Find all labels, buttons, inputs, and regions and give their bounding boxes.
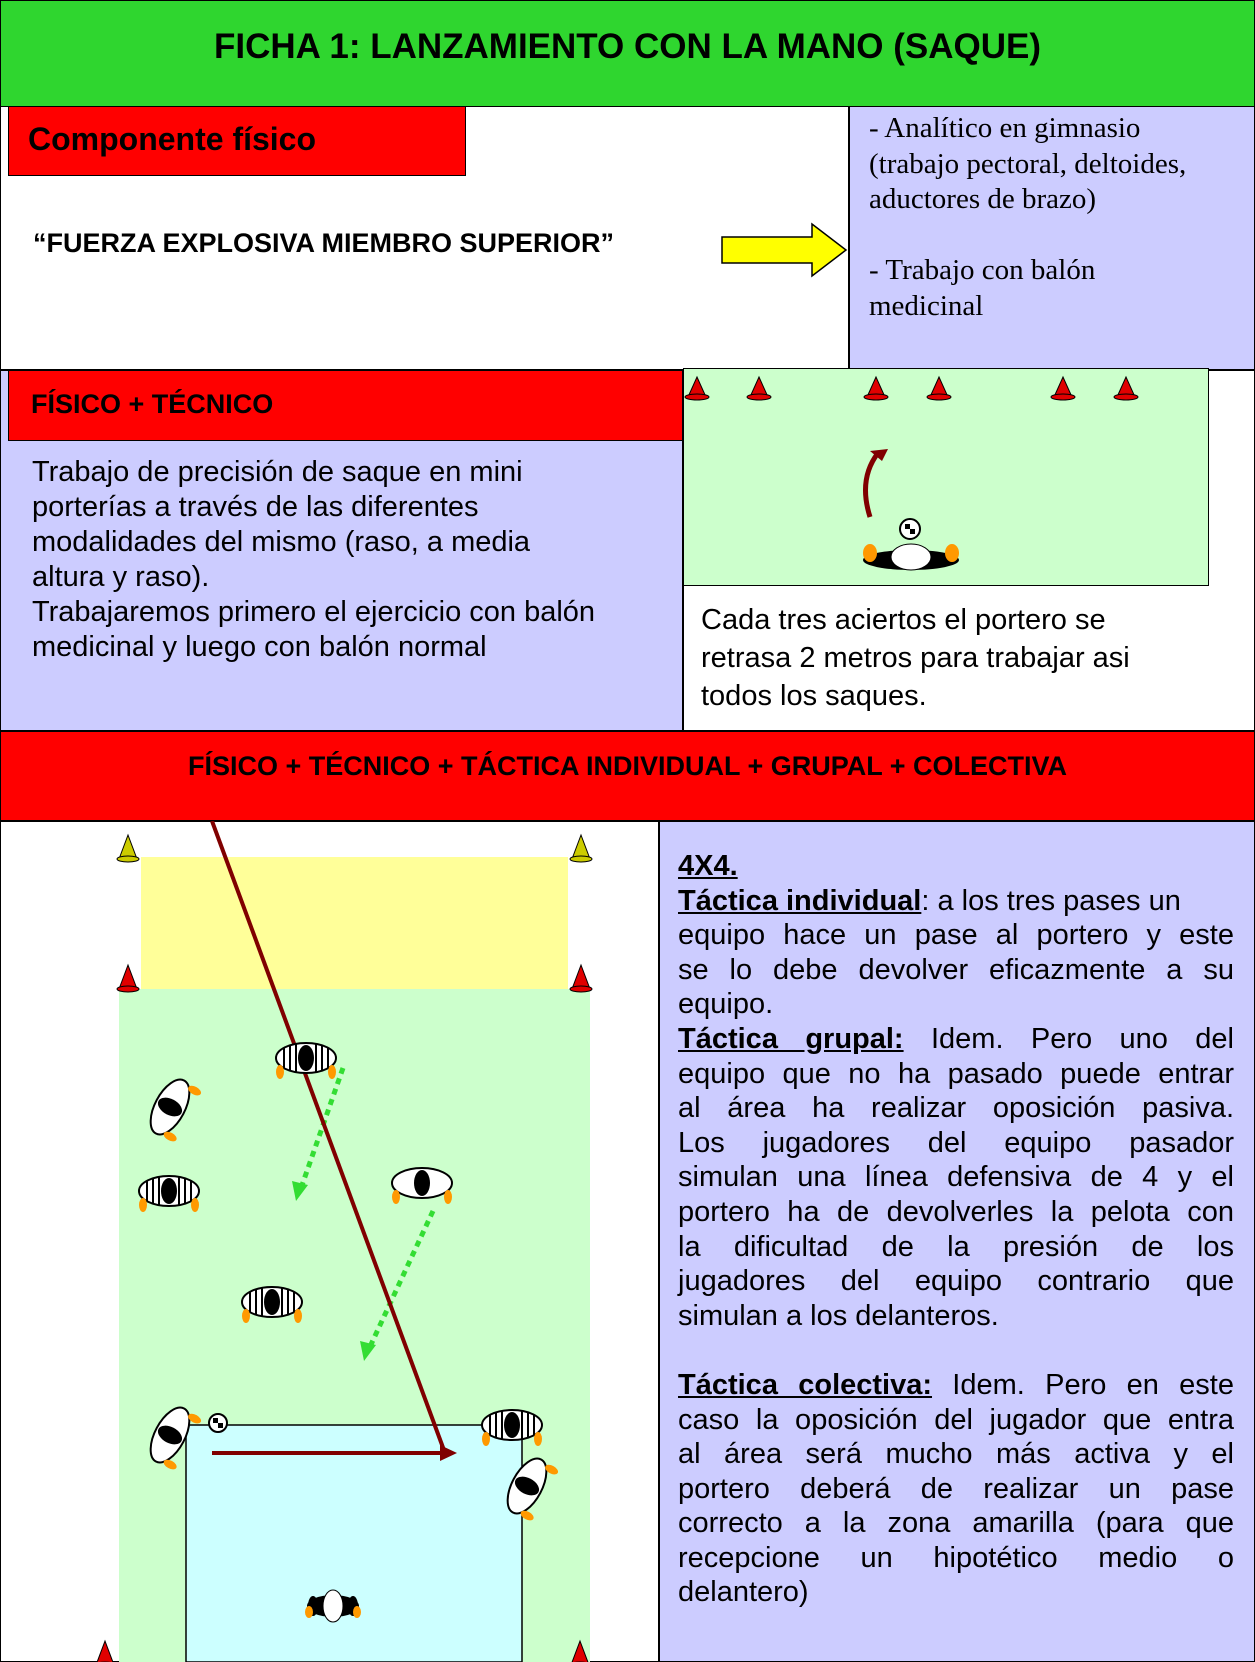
side-line: - Analítico en gimnasio [869,112,1141,144]
cone-icon [116,964,140,993]
quote-text: “FUERZA EXPLOSIVA MIEMBRO SUPERIOR” [33,228,615,258]
cone-icon [1113,376,1139,401]
individual-line: equipo. [678,988,774,1021]
cone-icon [93,1640,117,1662]
cone-icon [684,376,710,401]
body-line: modalidades del mismo (raso, a media [32,526,531,558]
grupal-paragraph: Táctica grupal: Idem. Pero uno del equip… [678,1022,1234,1333]
body-line: porterías a través de las diferentes [32,491,479,523]
body-line: Trabajo de precisión de saque en mini [32,456,523,488]
colectiva-line: Idem. Pero en este [932,1368,1234,1401]
individual-title: Táctica individual [678,884,922,917]
side-line: - Trabajo con balón [869,254,1096,286]
colectiva-paragraph: Táctica colectiva: Idem. Pero en este ca… [678,1368,1234,1610]
grupal-line: simulan a los delanteros. [678,1299,999,1332]
goal-area [185,1424,523,1662]
cone-icon [863,376,889,401]
body-line: altura y raso). [32,561,210,593]
fisico-tecnico-header: FÍSICO + TÉCNICO [8,370,683,441]
caption-text: Cada tres aciertos el portero se retrasa… [701,601,1130,715]
section3-right: 4X4. Táctica individual: a los tres pase… [659,821,1255,1662]
grupal-line: simulan una línea defensiva de 4 y el [678,1161,1234,1194]
colectiva-line: al área será mucho más activa y el [678,1438,1234,1471]
grupal-line: Los jugadores del equipo pasador [678,1126,1234,1159]
cone-icon [569,834,593,863]
small-drill-svg [684,376,1139,571]
colectiva-line: correcto a la zona amarilla (para que [678,1507,1234,1540]
grupal-line: equipo que no ha pasado puede entrar [678,1057,1234,1090]
goalkeeper-icon [305,1589,361,1623]
grupal-title: Táctica grupal: [678,1022,904,1055]
componente-header-label: Componente físico [28,121,317,157]
colectiva-title: Táctica colectiva: [678,1368,933,1401]
ball-icon [899,518,921,540]
cone-icon [569,964,593,993]
throw-arrow-icon [210,821,447,1454]
colectiva-line: recepcione un hipotético medio o [678,1541,1234,1574]
side-line: aductores de brazo) [869,183,1097,215]
drill-diagram-large [93,821,593,1662]
cone-icon [116,834,140,863]
grupal-line: portero ha de devolverles la pelota con [678,1195,1234,1228]
pass-arrow-icon [365,1209,436,1353]
ball-icon [208,1413,228,1433]
drill-diagram-small [683,368,1209,586]
goalkeeper-icon [863,543,959,571]
cone-icon [1050,376,1076,401]
body-line: medicinal y luego con balón normal [32,631,487,663]
componente-side-box: - Analítico en gimnasio (trabajo pectora… [849,106,1255,370]
colectiva-line: caso la oposición del jugador que entra [678,1403,1234,1436]
individual-paragraph: Táctica individual: a los tres pases un … [678,884,1234,1022]
cone-icon [746,376,772,401]
colectiva-line: portero deberá de realizar un pase [678,1472,1234,1505]
side-line: (trabajo pectoral, deltoides, [869,147,1187,180]
individual-line: : a los tres pases un [921,884,1181,917]
caption-line: todos los saques. [701,680,927,712]
side-line: medicinal [869,289,984,322]
body-line: Trabajaremos primero el ejercicio con ba… [32,596,596,628]
colectiva-line: delantero) [678,1576,809,1609]
individual-line: equipo hace un pase al portero y este [678,919,1234,952]
section3-header: FÍSICO + TÉCNICO + TÁCTICA INDIVIDUAL + … [0,731,1255,821]
curved-arrow-icon [863,451,881,518]
grupal-line: jugadores del equipo contrario que [678,1265,1234,1298]
grupal-line: Idem. Pero uno del [903,1022,1234,1055]
fisico-tecnico-header-label: FÍSICO + TÉCNICO [31,389,274,419]
page-title: FICHA 1: LANZAMIENTO CON LA MANO (SAQUE) [214,27,1041,66]
componente-header: Componente físico [8,106,466,176]
grupal-line: la dificultad de la presión de los [678,1230,1234,1263]
arrow-right-icon [721,222,848,278]
yellow-target-zone [141,857,568,989]
drill-heading: 4X4. [678,850,738,882]
title-bar: FICHA 1: LANZAMIENTO CON LA MANO (SAQUE) [0,0,1255,107]
cone-icon [926,376,952,401]
caption-line: Cada tres aciertos el portero se [701,604,1106,636]
individual-line: se lo debe devolver eficazmente a su [678,953,1234,986]
side-line [869,218,1186,254]
section3-header-label: FÍSICO + TÉCNICO + TÁCTICA INDIVIDUAL + … [187,751,1068,781]
grupal-line: al área ha realizar oposición pasiva. [678,1092,1234,1125]
caption-line: retrasa 2 metros para trabajar asi [701,642,1130,674]
